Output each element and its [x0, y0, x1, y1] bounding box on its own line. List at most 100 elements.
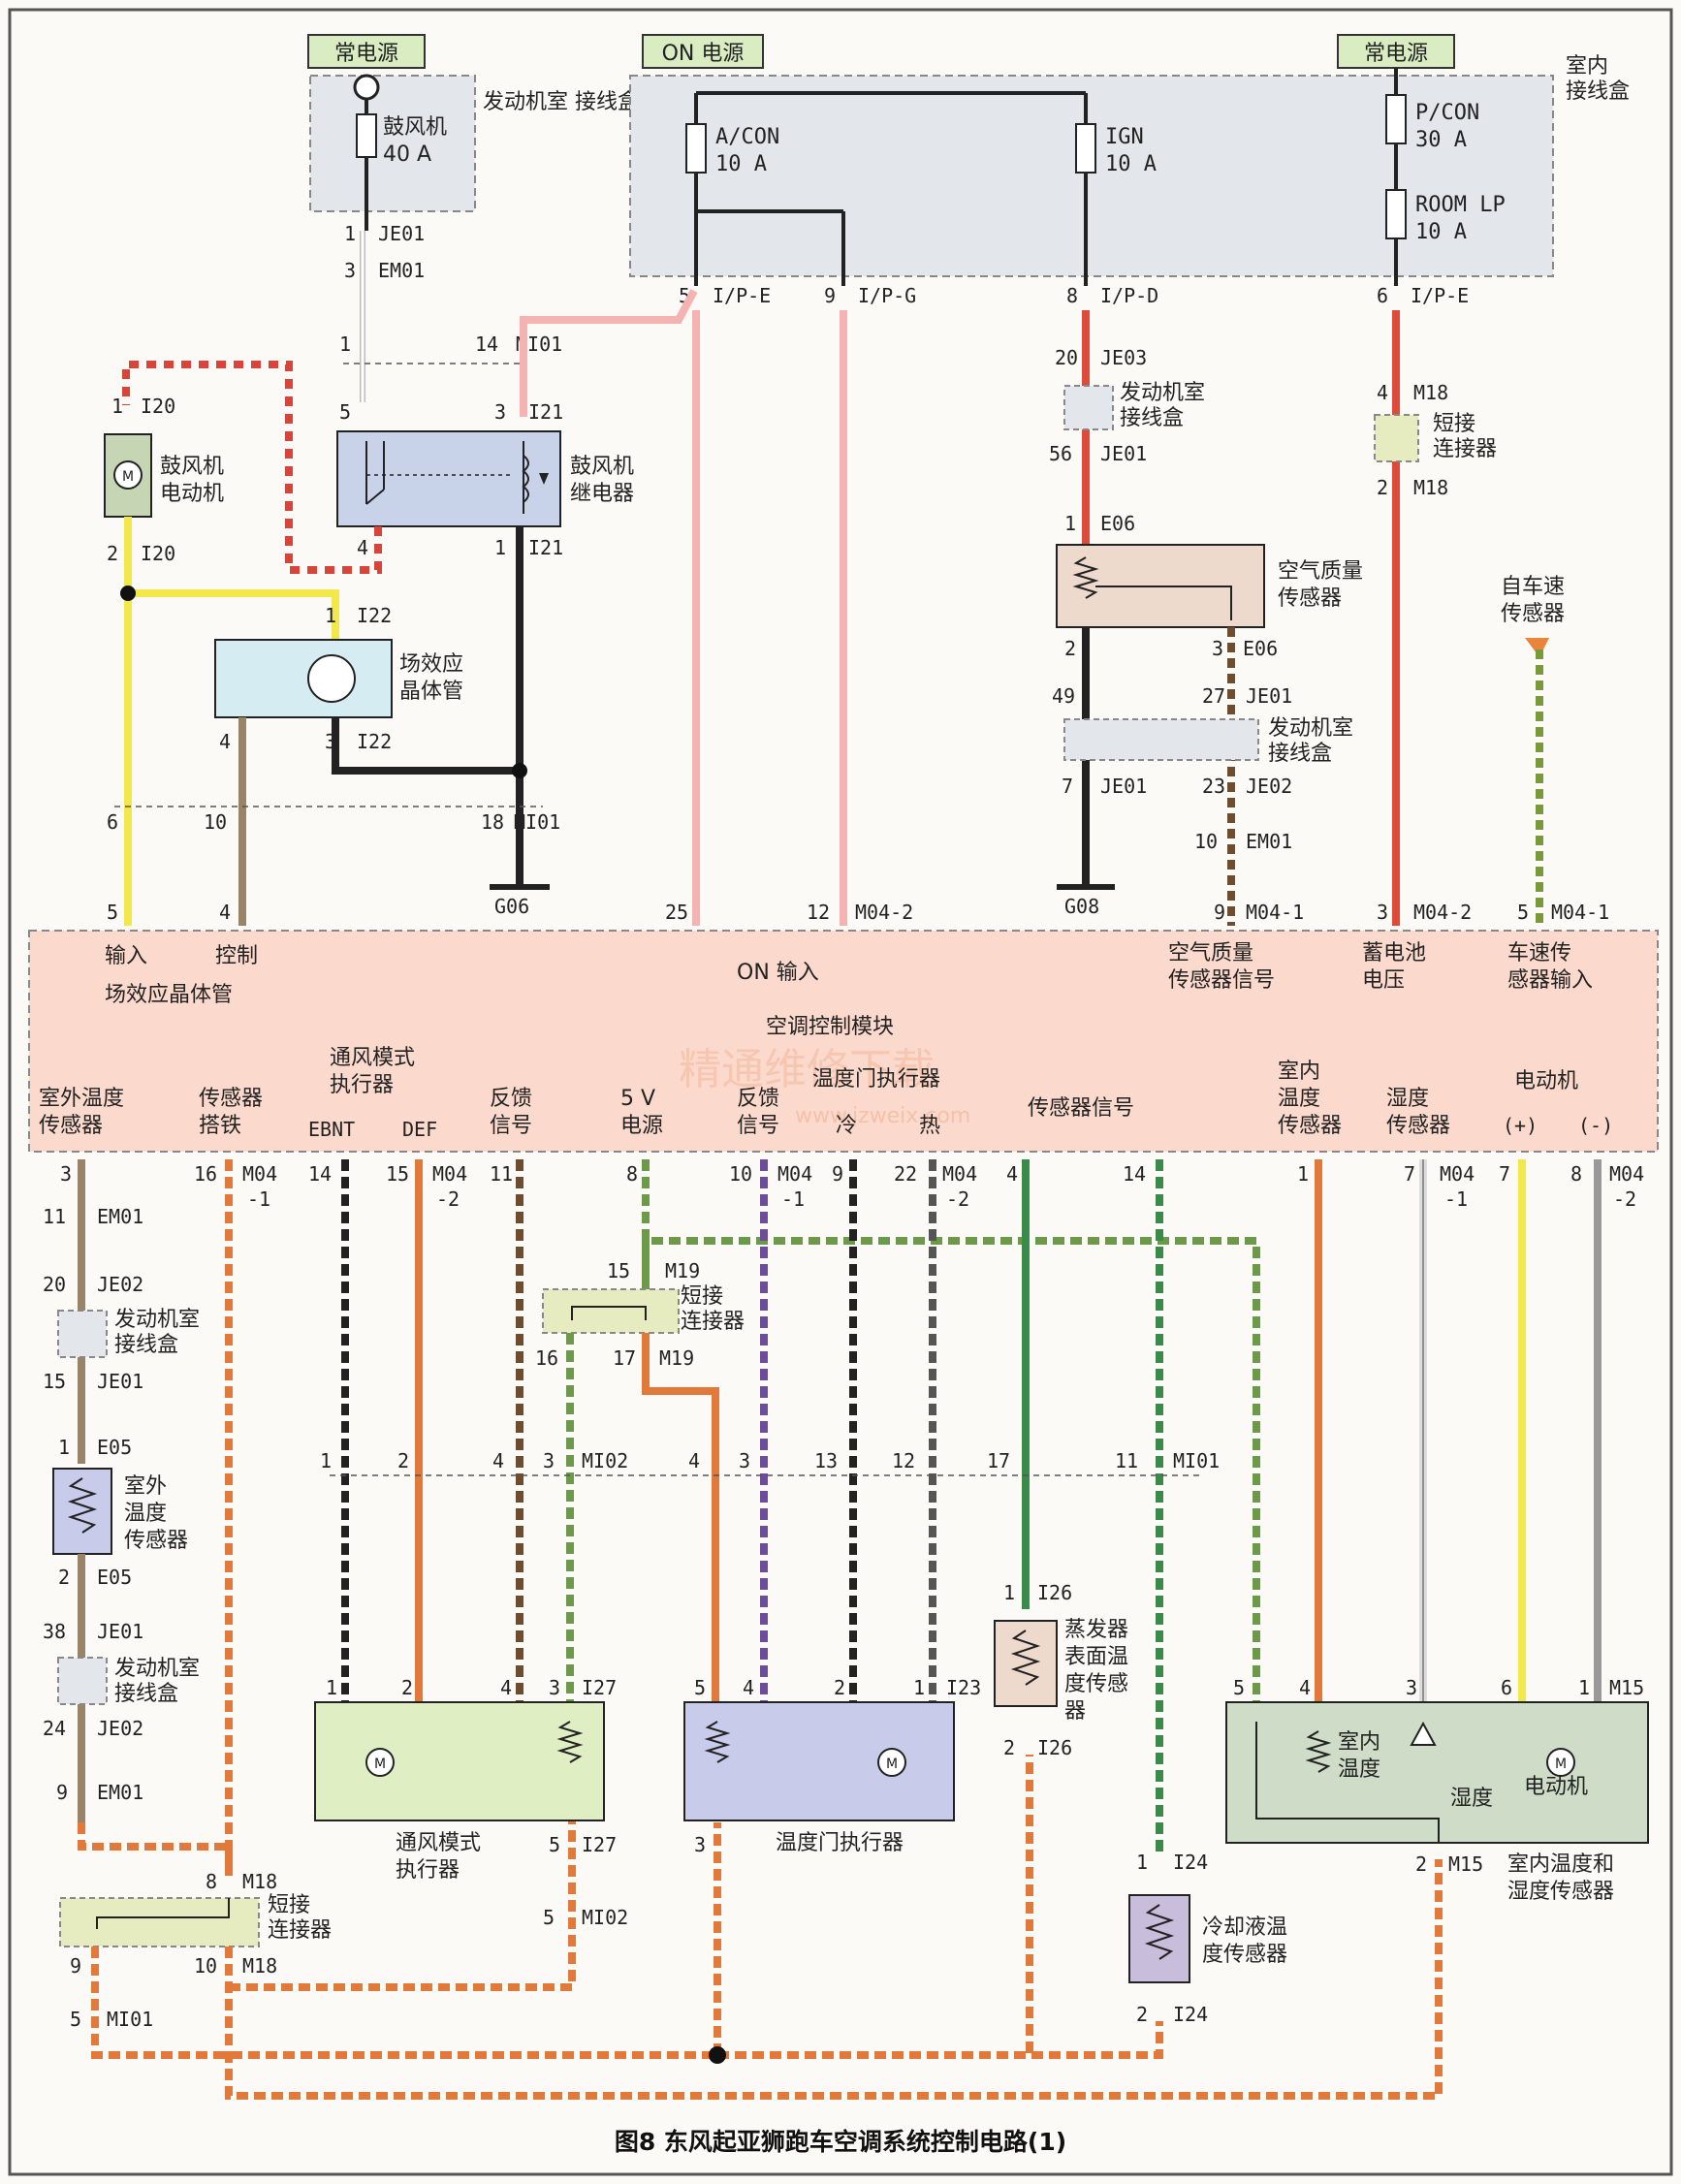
svg-text:27: 27 [1202, 684, 1225, 708]
svg-text:20: 20 [1055, 346, 1078, 369]
svg-text:E06: E06 [1100, 512, 1135, 535]
svg-text:M04: M04 [942, 1162, 977, 1186]
svg-text:热: 热 [919, 1114, 940, 1138]
svg-text:(+): (+) [1503, 1114, 1538, 1137]
svg-text:MI01: MI01 [514, 810, 560, 834]
svg-text:1: 1 [494, 536, 506, 559]
svg-text:I/P-E: I/P-E [713, 284, 771, 307]
svg-text:I20: I20 [141, 542, 175, 565]
svg-text:5: 5 [543, 1906, 555, 1929]
svg-text:输入: 输入 [105, 944, 147, 968]
svg-text:1: 1 [320, 1449, 332, 1472]
indoor-temp-sensor-label: 室内温度传感器 [1278, 1060, 1342, 1138]
svg-text:EM01: EM01 [97, 1781, 143, 1804]
svg-text:7: 7 [1404, 1162, 1415, 1186]
svg-text:1: 1 [58, 1436, 70, 1459]
svg-text:3: 3 [543, 1449, 555, 1472]
evaporator-temp-sensor [994, 1620, 1058, 1707]
svg-text:M04: M04 [777, 1162, 812, 1186]
svg-text:控制: 控制 [215, 944, 258, 968]
motor-icon [113, 460, 143, 490]
svg-text:4: 4 [219, 730, 231, 753]
svg-text:I22: I22 [357, 730, 392, 753]
mode-actuator-bottom-label: 通风模式执行器 [396, 1831, 481, 1883]
relay-coil-icon [522, 455, 529, 503]
svg-text:2: 2 [1064, 637, 1076, 660]
svg-text:1: 1 [1578, 1676, 1590, 1699]
humidity-icon [1410, 1721, 1437, 1746]
blower-relay-label: 鼓风机继电器 [570, 455, 634, 506]
svg-text:I27: I27 [582, 1676, 617, 1699]
svg-text:E05: E05 [97, 1436, 132, 1459]
svg-text:JE02: JE02 [1246, 775, 1292, 798]
svg-text:2: 2 [1377, 476, 1388, 499]
svg-text:3: 3 [1377, 901, 1388, 924]
svg-text:JE01: JE01 [378, 222, 425, 245]
svg-text:JE03: JE03 [1100, 346, 1147, 369]
svg-text:M04-1: M04-1 [1246, 901, 1304, 924]
power-label-constant-1: 常电源 [307, 34, 426, 69]
svg-text:M04: M04 [432, 1162, 467, 1186]
svg-text:17: 17 [987, 1449, 1010, 1472]
svg-text:5: 5 [694, 1676, 706, 1699]
svg-text:4: 4 [743, 1676, 754, 1699]
svg-text:I26: I26 [1037, 1736, 1072, 1759]
svg-text:JE01: JE01 [97, 1620, 143, 1643]
svg-text:空调控制模块: 空调控制模块 [766, 1015, 894, 1039]
svg-text:M: M [374, 1757, 386, 1772]
svg-text:23: 23 [1202, 775, 1225, 798]
svg-text:M: M [886, 1757, 898, 1772]
svg-text:1: 1 [325, 604, 336, 627]
svg-text:3: 3 [1406, 1676, 1417, 1699]
svg-text:M15: M15 [1448, 1852, 1483, 1876]
evap-sensor-label: 蒸发器表面温度传感器 [1064, 1618, 1128, 1724]
svg-text:1: 1 [111, 395, 123, 418]
mode-door-actuator [314, 1701, 605, 1821]
svg-text:5: 5 [549, 1833, 560, 1856]
svg-text:4: 4 [688, 1449, 700, 1472]
svg-text:M19: M19 [659, 1346, 694, 1370]
sensor-ground-label: 传感器搭铁 [199, 1087, 263, 1138]
svg-text:I22: I22 [357, 604, 392, 627]
svg-text:3: 3 [494, 400, 506, 424]
svg-text:EM01: EM01 [378, 259, 425, 282]
svg-text:-1: -1 [781, 1187, 805, 1211]
svg-text:8: 8 [1570, 1162, 1582, 1186]
svg-text:1: 1 [1136, 1851, 1148, 1874]
svg-text:M18: M18 [242, 1870, 277, 1893]
svg-text:9: 9 [70, 1954, 81, 1978]
svg-text:M04: M04 [1440, 1162, 1475, 1186]
svg-text:温度门执行器: 温度门执行器 [776, 1831, 904, 1855]
outdoor-sensor-label: 室外温度传感器 [124, 1474, 188, 1553]
svg-text:13: 13 [814, 1449, 838, 1472]
svg-text:15: 15 [386, 1162, 409, 1186]
indoor-temp-label: 室内温度 [1338, 1730, 1380, 1782]
svg-text:8: 8 [206, 1870, 217, 1893]
roomlp-fuse-icon [1385, 189, 1407, 239]
svg-text:56: 56 [1049, 442, 1072, 465]
svg-text:I27: I27 [582, 1833, 617, 1856]
pin-8-ipd: 8 [1066, 284, 1078, 307]
mode-motor-icon [365, 1748, 395, 1777]
svg-text:-2: -2 [436, 1187, 460, 1211]
indoor-temp-humidity-sensor [1225, 1701, 1649, 1844]
speed-input-label: 车速传感器输入 [1507, 941, 1593, 993]
svg-text:精通维修下载: 精通维修下载 [679, 1045, 935, 1094]
acon-fuse-icon [685, 123, 707, 174]
svg-text:15: 15 [607, 1259, 630, 1282]
svg-text:JE02: JE02 [97, 1273, 143, 1296]
svg-text:1: 1 [913, 1676, 925, 1699]
fet-transistor [214, 639, 393, 718]
svg-text:49: 49 [1052, 684, 1075, 708]
svg-text:1: 1 [1064, 512, 1076, 535]
fet-label: 场效应晶体管 [399, 652, 463, 704]
svg-text:3: 3 [60, 1162, 72, 1186]
speed-sensor-icon [1525, 638, 1549, 657]
short-connector-m19 [542, 1288, 680, 1334]
svg-text:2: 2 [397, 1449, 409, 1472]
svg-text:MI02: MI02 [582, 1449, 628, 1472]
humidity-sensor-label: 湿度传感器 [1386, 1087, 1450, 1138]
svg-text:5: 5 [1517, 901, 1529, 924]
